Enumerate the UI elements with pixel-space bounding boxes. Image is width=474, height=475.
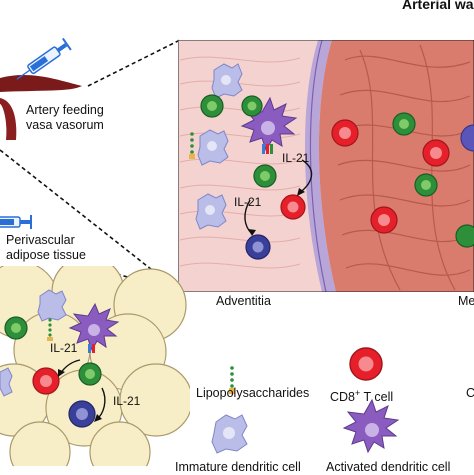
label-artery-feeding-line1: Artery feeding xyxy=(26,103,104,117)
immature-dc-2 xyxy=(197,129,229,166)
immature-dc-fat-1 xyxy=(37,289,67,322)
immature-dc-fat-2 xyxy=(0,367,13,397)
legend-label-cut-right: C xyxy=(466,386,474,400)
legend-label-activated-dc: Activated dendritic cell xyxy=(326,460,451,474)
legend-label-cd8-suffix: T cell xyxy=(360,390,394,405)
label-artery-feeding-line2: vasa vasorum xyxy=(26,118,104,132)
artery-feeding-vessel xyxy=(0,75,82,140)
label-media: Me xyxy=(458,294,474,308)
lps-icon-zoom xyxy=(189,132,195,159)
syringe-icon-top xyxy=(16,37,72,80)
zoom-line-mid xyxy=(0,149,181,293)
legend-label-cd8: CD8+ T cell xyxy=(330,386,393,405)
activated-dc-zoom xyxy=(240,96,298,154)
green-cell-media-3 xyxy=(455,224,474,248)
legend-activated-dc-icon xyxy=(342,398,400,454)
il21-label-fat-2: IL-21 xyxy=(113,394,141,408)
label-perivascular-line1: Perivascular xyxy=(6,233,75,247)
il21-label-zoom-2: IL-21 xyxy=(234,195,262,209)
legend-immature-dc-icon xyxy=(211,414,248,454)
legend-label-cd8-prefix: CD8 xyxy=(330,390,356,405)
legend-cd8-icon xyxy=(349,347,383,381)
il21-label-fat-1: IL-21 xyxy=(50,341,78,355)
legend-label-immature-dc: Immature dendritic cell xyxy=(175,460,301,474)
activated-dc-fat xyxy=(68,302,120,353)
label-artery-feeding: Artery feeding vasa vasorum xyxy=(26,103,104,133)
label-adventitia: Adventitia xyxy=(216,294,271,308)
blue-cell-media xyxy=(460,124,474,152)
legend-lps-icon xyxy=(229,366,235,394)
label-perivascular-line2: adipose tissue xyxy=(6,248,86,262)
panel-title: Arterial wa xyxy=(402,0,474,12)
syringe-icon-left xyxy=(0,215,32,229)
label-perivascular: Perivascular adipose tissue xyxy=(6,233,86,263)
legend-label-lps: Lipopolysaccharides xyxy=(196,386,310,400)
il21-label-zoom-1: IL-21 xyxy=(282,151,310,165)
legend-label-cd8-sup: + xyxy=(355,388,361,398)
immature-dc-1 xyxy=(211,63,243,99)
zoom-line-top xyxy=(87,39,181,87)
immature-dc-3 xyxy=(195,193,227,230)
lps-icon-fat xyxy=(47,318,53,341)
